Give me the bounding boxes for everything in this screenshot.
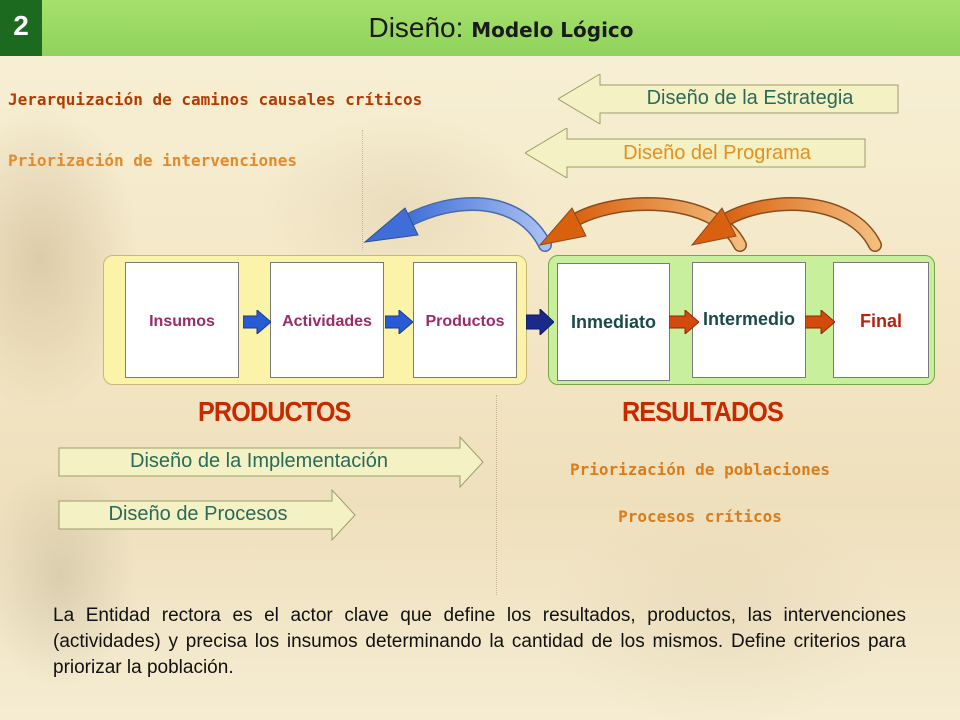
slide-number-box: 2 <box>0 0 42 56</box>
procesos-label: Diseño de Procesos <box>108 503 288 525</box>
title-main: Diseño: <box>368 12 464 43</box>
procesos-arrow: Diseño de Procesos <box>58 489 356 541</box>
final-box: Final <box>833 262 929 378</box>
description-paragraph: La Entidad rectora es el actor clave que… <box>53 605 906 678</box>
right-arrow-shape <box>58 436 484 488</box>
resultados-heading: RESULTADOS <box>622 396 784 427</box>
implementacion-arrow: Diseño de la Implementación <box>58 436 484 488</box>
procesos-criticos-text: Procesos críticos <box>618 507 782 526</box>
arrow-productos-inmediato <box>526 309 554 335</box>
background-divider <box>362 130 363 250</box>
final-label: Final <box>859 311 902 331</box>
page-title: Diseño: Modelo Lógico <box>42 12 960 44</box>
actividades-box: Actividades <box>270 262 384 378</box>
priorizacion-intervenciones-text: Priorización de intervenciones <box>8 151 297 170</box>
arrow-inmediato-intermedio <box>669 310 699 334</box>
arrow-insumos-actividades <box>243 310 271 334</box>
header: 2 Diseño: Modelo Lógico <box>0 0 960 56</box>
estrategia-arrow: Diseño de la Estrategia <box>558 74 902 124</box>
title-bar: Diseño: Modelo Lógico <box>42 0 960 56</box>
priorizacion-poblaciones-text: Priorización de poblaciones <box>569 460 831 479</box>
productos-heading: PRODUCTOS <box>198 396 351 427</box>
left-arrow-shape <box>525 128 866 178</box>
left-arrow-shape <box>558 74 899 124</box>
implementacion-label: Diseño de la Implementación <box>130 450 388 472</box>
productos-box: Productos <box>413 262 517 378</box>
arrow-actividades-productos <box>385 310 413 334</box>
inmediato-box: Inmediato <box>557 263 670 381</box>
arrow-intermedio-final <box>805 310 835 334</box>
jerarquizacion-text: Jerarquización de caminos causales críti… <box>8 90 423 109</box>
slide-number: 2 <box>13 10 29 41</box>
right-arrow-shape <box>58 489 356 541</box>
actividades-label: Actividades <box>282 313 372 330</box>
productos-label: Productos <box>425 313 505 330</box>
programa-arrow: Diseño del Programa <box>525 128 869 178</box>
intermedio-label: Intermedio <box>702 309 795 329</box>
intermedio-box: Intermedio <box>692 262 806 378</box>
insumos-label: Insumos <box>149 313 215 330</box>
title-sub: Modelo Lógico <box>471 18 634 42</box>
estrategia-label: Diseño de la Estrategia <box>646 87 854 109</box>
programa-label: Diseño del Programa <box>623 142 811 164</box>
insumos-box: Insumos <box>125 262 239 378</box>
background-divider <box>496 395 497 595</box>
inmediato-label: Inmediato <box>570 312 656 332</box>
